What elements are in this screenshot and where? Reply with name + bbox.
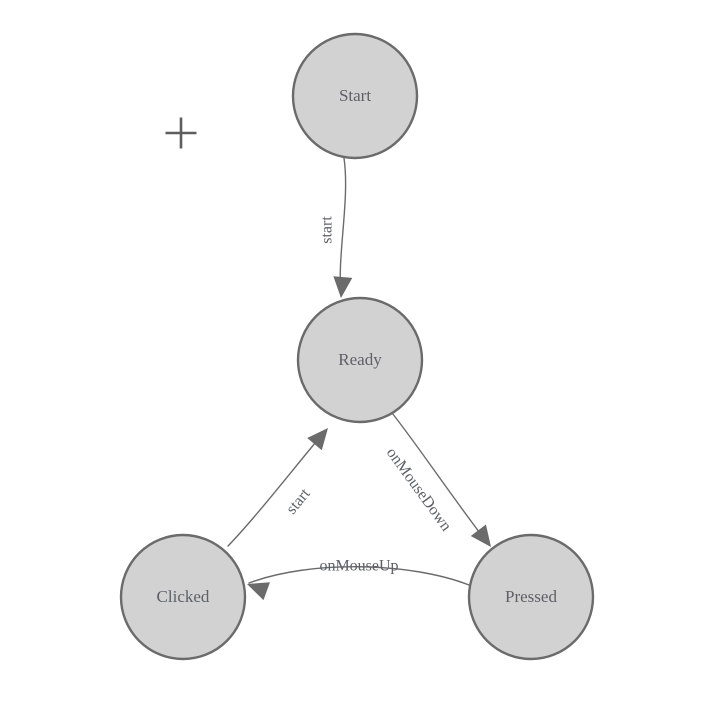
node-circle-start[interactable] <box>291 32 419 160</box>
node-label-start: Start <box>339 86 371 105</box>
edge-label-pressed-to-clicked: onMouseUp <box>319 558 398 575</box>
edge-label-clicked-to-ready: start <box>283 485 314 518</box>
arrowhead-start-to-ready <box>333 276 353 298</box>
edge-clicked-to-ready[interactable]: start <box>227 422 335 547</box>
edge-ready-to-pressed[interactable]: onMouseDown <box>383 412 499 553</box>
arrowhead-clicked-to-ready <box>307 428 328 451</box>
node-label-ready: Ready <box>338 350 382 369</box>
edge-start-to-ready[interactable]: start <box>319 157 353 299</box>
edge-line-ready-to-pressed <box>391 412 490 546</box>
edge-line-pressed-to-clicked <box>248 566 470 586</box>
plus-icon <box>165 117 197 149</box>
node-start[interactable]: Start <box>291 32 419 160</box>
node-ready[interactable]: Ready <box>296 296 424 424</box>
node-pressed[interactable]: Pressed <box>467 533 595 661</box>
edge-label-ready-to-pressed: onMouseDown <box>383 445 455 535</box>
edge-pressed-to-clicked[interactable]: onMouseUp <box>244 558 470 601</box>
node-circle-clicked[interactable] <box>119 533 247 661</box>
crosshair-marker-layer <box>165 117 197 149</box>
node-label-pressed: Pressed <box>505 587 557 606</box>
node-circle-ready[interactable] <box>296 296 424 424</box>
node-label-clicked: Clicked <box>157 587 210 606</box>
edge-label-start-to-ready: start <box>319 216 336 244</box>
arrowhead-pressed-to-clicked <box>247 582 270 601</box>
arrowhead-ready-to-pressed <box>470 524 491 547</box>
node-clicked[interactable]: Clicked <box>119 533 247 661</box>
edge-line-start-to-ready <box>339 157 347 297</box>
edge-line-clicked-to-ready <box>227 429 327 547</box>
node-circle-pressed[interactable] <box>467 533 595 661</box>
